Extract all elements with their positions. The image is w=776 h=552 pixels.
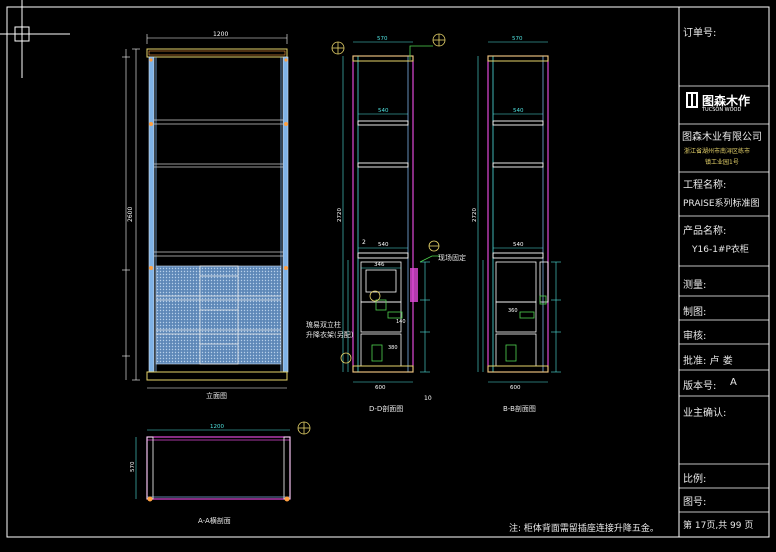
cursor-crosshair-icon — [0, 0, 70, 78]
b-bottom-width-dim: 600 — [510, 385, 521, 391]
b-inner-width-dim: 540 — [513, 108, 524, 114]
d-inner-346-dim: 346 — [374, 262, 385, 268]
reviewer-label: 审核: — [683, 331, 707, 342]
company-address-2: 镇工业园1号 — [705, 159, 739, 166]
project-name-label: 工程名称: — [683, 180, 727, 191]
d-tick-2: 2 — [362, 239, 366, 246]
tucson-logo-icon — [686, 92, 698, 108]
front-elevation — [122, 34, 289, 389]
lift-rack-note-1: 琉易双立柱 — [306, 321, 341, 329]
approver-label: 批准: 卢 娄 — [683, 356, 733, 367]
title-block-lines — [679, 85, 769, 513]
section-a-caption: A-A横剖面 — [198, 517, 231, 525]
front-height-dim: 2600 — [127, 207, 134, 222]
scale-label: 比例: — [683, 474, 707, 485]
bottom-note: 注: 柜体背面需留插座连接升降五金。 — [509, 524, 659, 534]
d-small-140-dim: 140 — [396, 319, 406, 325]
section-d-d — [331, 33, 446, 383]
company-address-1: 浙江省湖州市南浔区练市 — [684, 148, 751, 155]
d-mid-width-dim: 540 — [378, 242, 389, 248]
section-b-caption: B-B剖面图 — [503, 405, 536, 413]
site-fix-note: 现场固定 — [438, 254, 466, 262]
d-tick-10: 10 — [424, 395, 432, 402]
b-top-width-dim: 570 — [512, 36, 523, 42]
order-number-label: 订单号: — [683, 28, 717, 39]
d-height-dim: 2720 — [337, 208, 343, 222]
b-mid-width-dim: 540 — [513, 242, 524, 248]
d-small-380-dim: 380 — [388, 345, 398, 351]
d-inner-width-dim: 540 — [378, 108, 389, 114]
b-height-dim: 2720 — [472, 208, 478, 222]
owner-confirm-label: 业主确认: — [683, 408, 727, 419]
d-bottom-width-dim: 600 — [375, 385, 386, 391]
b-small-360-dim: 360 — [508, 308, 518, 314]
front-width-dim: 1200 — [213, 31, 228, 38]
drawing-border — [6, 6, 770, 538]
d-top-width-dim: 570 — [377, 36, 388, 42]
product-name-value: Y16-1#P衣柜 — [692, 245, 749, 255]
drafter-label: 制图: — [683, 307, 707, 318]
section-b-b — [477, 41, 561, 383]
product-name-label: 产品名称: — [683, 226, 727, 237]
section-a-a — [135, 421, 311, 502]
page-indicator: 第 17页,共 99 页 — [683, 521, 754, 531]
version-label: 版本号: — [683, 381, 717, 392]
project-name-value: PRAISE系列标准图 — [683, 199, 760, 209]
title-block-border — [678, 6, 770, 538]
a-width-dim: 1200 — [210, 424, 224, 430]
lift-rack-note-2: 升降衣架(另配) — [306, 331, 354, 339]
company-name: 图森木业有限公司 — [682, 132, 762, 143]
measure-label: 测量: — [683, 280, 707, 291]
brand-name-en: TUCSON WOOD — [702, 107, 742, 113]
brand-name-cn: 图森木作 — [702, 94, 751, 108]
section-d-caption: D-D剖面图 — [369, 405, 404, 413]
version-value: A — [730, 377, 737, 388]
a-depth-dim: 570 — [130, 461, 136, 472]
front-view-caption: 立面图 — [206, 392, 227, 400]
drawing-number-label: 图号: — [683, 497, 707, 508]
